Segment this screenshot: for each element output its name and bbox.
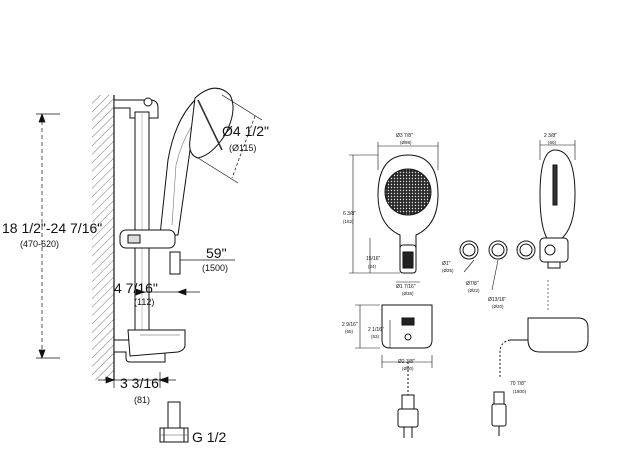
head-width-label: Ø3 7/8": [396, 133, 413, 139]
wall-section: [92, 95, 115, 380]
base-diameter-label: Ø2 3/8": [398, 359, 415, 365]
charging-base-side: [499, 317, 589, 378]
cord-length-label: 70 7/8": [510, 381, 526, 387]
side-depth-mm-label: (60): [548, 140, 557, 145]
small-button-diameter-label: Ø7/8": [466, 281, 479, 287]
button-diameter-mm-label: (Ø25): [442, 268, 454, 273]
power-plug-front: [397, 362, 419, 438]
height-range-label: 18 1/2"-24 7/16": [2, 220, 103, 236]
bar-to-holder-mm-label: (112): [134, 297, 155, 307]
wall-to-bar-mm-label: (81): [134, 395, 151, 405]
mid-button-diameter-mm-label: (Ø20): [492, 304, 504, 309]
head-height-mm-label: (162): [343, 219, 354, 224]
hand-shower-profile: [119, 87, 234, 275]
hose-length-label: 59": [206, 245, 227, 261]
hand-shower-front: [377, 154, 439, 274]
charging-base-front: [381, 304, 433, 349]
spray-buttons: [459, 240, 536, 260]
thread-fitting: [159, 401, 189, 443]
small-button-diameter-mm-label: (Ø22): [468, 288, 480, 293]
mid-button-diameter-label: Ø13/16": [488, 297, 507, 303]
neck-diameter-mm-label: (Ø36): [402, 291, 414, 296]
base-inner-height-label: 2 1/16": [368, 327, 384, 333]
neck-diameter-label: Ø1 7/16": [396, 284, 416, 290]
neck-height-label: 15/16": [366, 256, 381, 262]
base-outer-height-mm-label: (65): [345, 329, 354, 334]
neck-height-mm-label: (24): [368, 264, 377, 269]
bar-to-holder-label: 4 7/16": [114, 280, 158, 296]
base-diameter-mm-label: (Ø60): [402, 366, 414, 371]
spray-diameter-label: Ø4 1/2": [222, 123, 269, 139]
head-width-mm-label: (Ø98): [400, 140, 412, 145]
side-depth-label: 2 3/8": [544, 133, 557, 139]
thread-label: G 1/2: [192, 429, 227, 445]
cord-length-mm-label: (1800): [513, 389, 527, 394]
spray-diameter-mm-label: (Ø115): [229, 143, 257, 153]
hose-length-mm-label: (1500): [202, 263, 229, 273]
height-range-mm-label: (470-620): [20, 239, 60, 249]
left-dimension-lines: [36, 94, 263, 388]
base-inner-height-mm-label: (53): [371, 334, 380, 339]
base-outer-height-label: 2 9/16": [342, 322, 358, 328]
button-diameter-label: Ø1": [442, 261, 451, 267]
right-dimension-lines: [349, 140, 576, 368]
power-plug-side: [491, 391, 507, 436]
hand-shower-side: [539, 149, 576, 269]
wall-to-bar-label: 3 3/16": [120, 375, 164, 391]
head-height-label: 6 3/8": [343, 211, 356, 217]
